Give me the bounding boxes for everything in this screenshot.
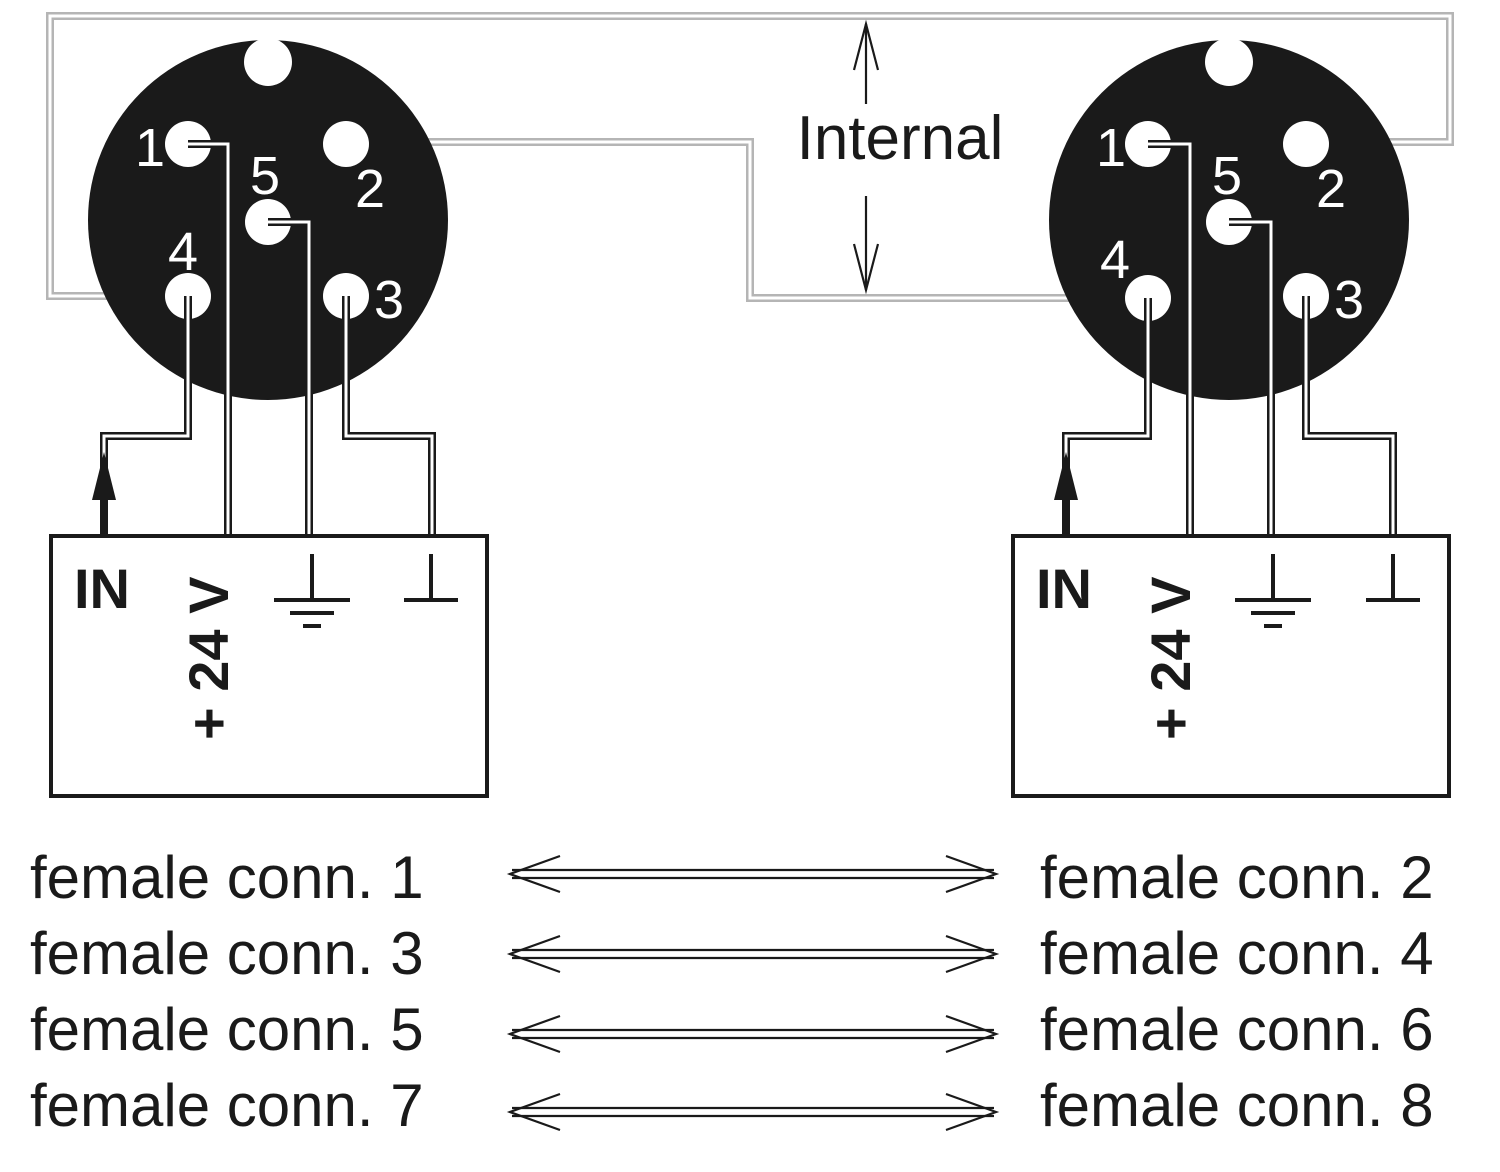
supply-24v-label: + 24 V	[1139, 577, 1202, 740]
pin-1-label: 1	[135, 118, 165, 178]
signal-arrow-icon	[1054, 452, 1078, 500]
supply-24v-label: + 24 V	[177, 577, 240, 740]
keying-notch	[244, 38, 292, 86]
pin-1-label: 1	[1096, 118, 1126, 178]
pair-right-label: female conn. 6	[1040, 996, 1434, 1063]
pair-right-label: female conn. 8	[1040, 1072, 1434, 1139]
pin-2	[323, 121, 369, 167]
pair-right-label: female conn. 4	[1040, 920, 1434, 987]
double-arrow-icon	[506, 854, 1000, 894]
left-connector: 1 2 3 4 5 IN + 24 V	[49, 38, 489, 798]
pin-4-label: 4	[1100, 230, 1130, 290]
input-label: IN	[74, 557, 130, 620]
earth-ground-icon	[1235, 554, 1311, 628]
ground-icon	[1366, 554, 1420, 602]
input-label: IN	[1036, 557, 1092, 620]
arrow-down-icon	[852, 243, 880, 295]
double-arrow-icon	[506, 934, 1000, 974]
device-box	[1011, 534, 1451, 798]
pin-3-label: 3	[374, 270, 404, 330]
pair-row: female conn. 3 female conn. 4	[30, 920, 1434, 987]
internal-wiring	[46, 12, 1454, 302]
ground-icon	[404, 554, 458, 602]
pair-right-label: female conn. 2	[1040, 844, 1434, 911]
internal-label: Internal	[797, 104, 1004, 173]
double-arrow-icon	[506, 1092, 1000, 1132]
pin-2	[1283, 121, 1329, 167]
pin-2-label: 2	[355, 159, 385, 219]
earth-ground-icon	[274, 554, 350, 628]
signal-arrow-icon	[92, 452, 116, 500]
internal-indicator: Internal	[797, 19, 1004, 295]
device-box	[49, 534, 489, 798]
keying-notch	[1205, 38, 1253, 86]
pin-2-label: 2	[1316, 159, 1346, 219]
right-wires	[1054, 140, 1397, 536]
pair-left-label: female conn. 7	[30, 1072, 424, 1139]
pin-3-label: 3	[1334, 270, 1364, 330]
pair-row: female conn. 5 female conn. 6	[30, 996, 1434, 1063]
pair-left-label: female conn. 3	[30, 920, 424, 987]
pin-4-label: 4	[168, 222, 198, 282]
pair-row: female conn. 7 female conn. 8	[30, 1072, 1434, 1139]
pair-legend: female conn. 1 female conn. 2 female con…	[30, 844, 1434, 1139]
pair-left-label: female conn. 1	[30, 844, 424, 911]
right-connector: 1 2 3 4 5 IN + 24 V	[1011, 38, 1451, 798]
pair-row: female conn. 1 female conn. 2	[30, 844, 1434, 911]
pin-5-label: 5	[250, 146, 280, 206]
arrow-up-icon	[852, 19, 880, 71]
pair-left-label: female conn. 5	[30, 996, 424, 1063]
left-wires	[92, 140, 436, 536]
pin-5-label: 5	[1212, 146, 1242, 206]
double-arrow-icon	[506, 1014, 1000, 1054]
